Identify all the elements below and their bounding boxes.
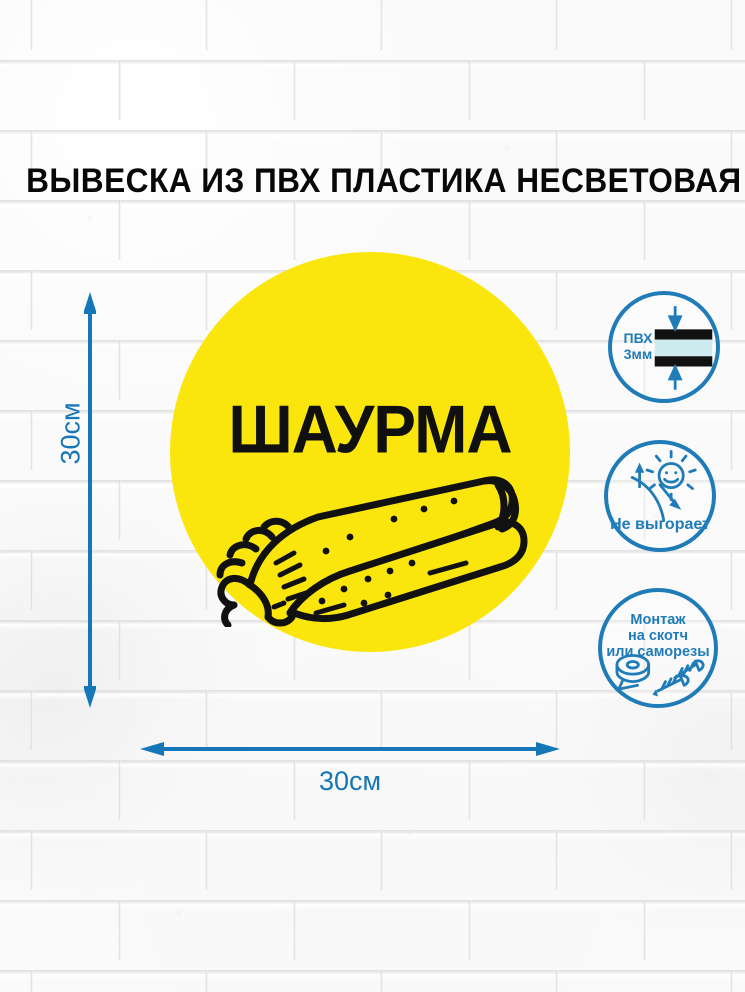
tape-and-screws-icon — [615, 654, 705, 697]
badge-mounting: Монтаж на скотч или саморезы — [598, 588, 718, 708]
shawarma-illustration — [216, 476, 528, 627]
badge-thickness: ПВХ 3мм — [608, 291, 720, 403]
sun-no-fade-icon — [630, 450, 697, 522]
badge-fade-resistant: Не выгорает — [604, 440, 716, 552]
height-dimension-arrow — [84, 292, 96, 708]
height-dimension-label: 30см — [55, 402, 86, 465]
badge-fade-resistant-label: Не выгорает — [610, 516, 710, 533]
badge-thickness-line1: ПВХ — [623, 330, 653, 346]
pvc-thickness-icon — [654, 306, 713, 390]
page-title: ВЫВЕСКА ИЗ ПВХ ПЛАСТИКА НЕСВЕТОВАЯ — [26, 162, 742, 200]
badge-mounting-line2: на скотч — [628, 628, 688, 645]
sign-text: ШАУРМА — [228, 390, 512, 468]
sign-preview: ШАУРМА — [170, 252, 570, 652]
badge-thickness-label: ПВХ 3мм — [618, 330, 658, 362]
badge-mounting-line1: Монтаж — [630, 612, 686, 628]
width-dimension-arrow — [140, 742, 560, 756]
badge-mounting-label: Монтаж на скотч или саморезы — [602, 612, 714, 661]
badge-mounting-line3: или саморезы — [606, 644, 710, 661]
badge-thickness-line2: 3мм — [623, 345, 653, 362]
width-dimension-label: 30см — [318, 766, 382, 796]
